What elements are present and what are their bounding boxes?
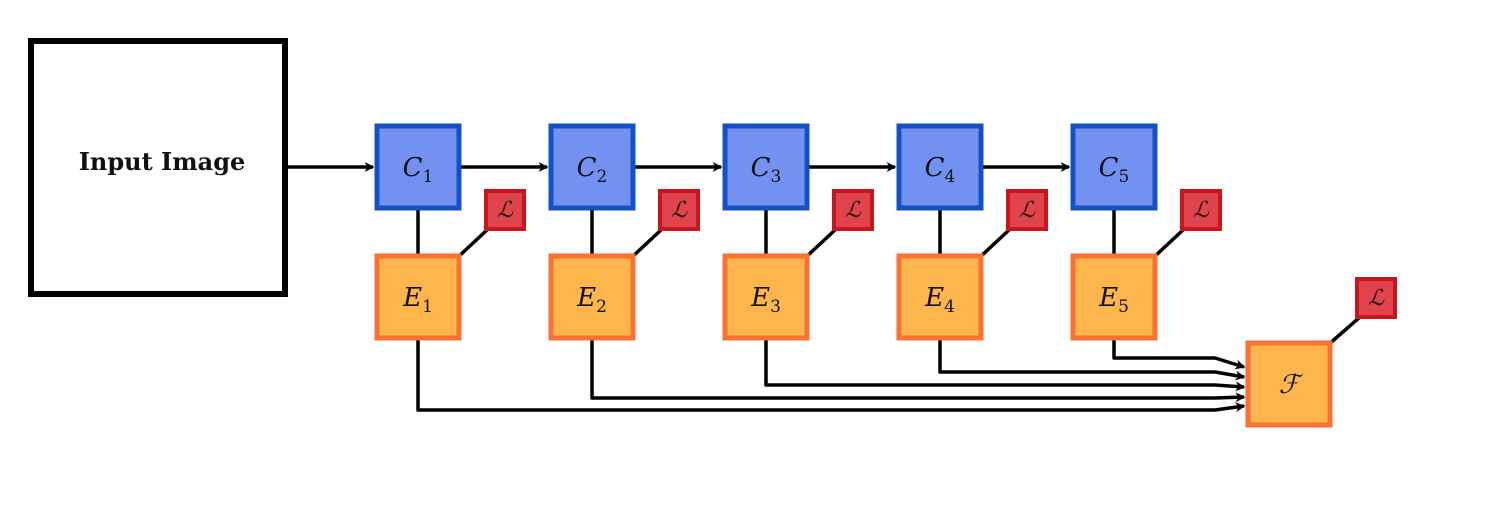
edge-node-label: E4 xyxy=(924,283,955,317)
fusion-node: ℱ xyxy=(1245,340,1333,428)
conv-node-3: C3 xyxy=(722,123,810,211)
edge-node-label: E2 xyxy=(576,283,607,317)
conv-node-1: C1 xyxy=(374,123,462,211)
conv-node-4: C4 xyxy=(896,123,984,211)
loss-box-fusion: ℒ xyxy=(1355,277,1397,319)
loss-label: ℒ xyxy=(845,198,862,223)
arrow-e4-to-fusion xyxy=(938,338,1246,381)
loss-box-4: ℒ xyxy=(1006,189,1048,231)
edge-node-label: E3 xyxy=(750,283,781,317)
edge-node-4: E4 xyxy=(896,253,984,341)
edge-node-label: E1 xyxy=(402,283,433,317)
arrow-e1-to-fusion xyxy=(416,338,1246,413)
conv-node-label: C3 xyxy=(751,153,782,187)
loss-label: ℒ xyxy=(671,198,688,223)
link-e-to-loss-2 xyxy=(629,228,663,260)
loss-box-2: ℒ xyxy=(658,189,700,231)
link-e-to-loss-3 xyxy=(803,228,837,260)
loss-label: ℒ xyxy=(1019,198,1036,223)
loss-label: ℒ xyxy=(1193,198,1210,223)
link-e-to-loss-4 xyxy=(977,228,1011,260)
edge-node-5: E5 xyxy=(1070,253,1158,341)
conv-node-label: C1 xyxy=(403,153,434,187)
edge-node-2: E2 xyxy=(548,253,636,341)
input-image-label: Input Image xyxy=(79,147,246,176)
loss-label: ℒ xyxy=(497,198,514,223)
loss-box-1: ℒ xyxy=(484,189,526,231)
loss-label: ℒ xyxy=(1368,286,1385,311)
loss-box-5: ℒ xyxy=(1180,189,1222,231)
arrow-e2-to-fusion xyxy=(590,338,1246,403)
arrow-e3-to-fusion xyxy=(764,338,1246,392)
link-e-to-loss-1 xyxy=(455,228,489,260)
edge-node-label: E5 xyxy=(1098,283,1129,317)
conv-node-5: C5 xyxy=(1070,123,1158,211)
link-e-to-loss-5 xyxy=(1151,228,1185,260)
link-fusion-to-loss xyxy=(1326,315,1362,347)
connectors xyxy=(288,162,1362,413)
input-image-box: Input Image xyxy=(28,38,288,297)
conv-node-2: C2 xyxy=(548,123,636,211)
loss-box-3: ℒ xyxy=(832,189,874,231)
conv-node-label: C5 xyxy=(1099,153,1130,187)
edge-node-3: E3 xyxy=(722,253,810,341)
arrow-e5-to-fusion xyxy=(1112,338,1246,370)
edge-node-1: E1 xyxy=(374,253,462,341)
conv-node-label: C4 xyxy=(925,153,956,187)
conv-node-label: C2 xyxy=(577,153,608,187)
